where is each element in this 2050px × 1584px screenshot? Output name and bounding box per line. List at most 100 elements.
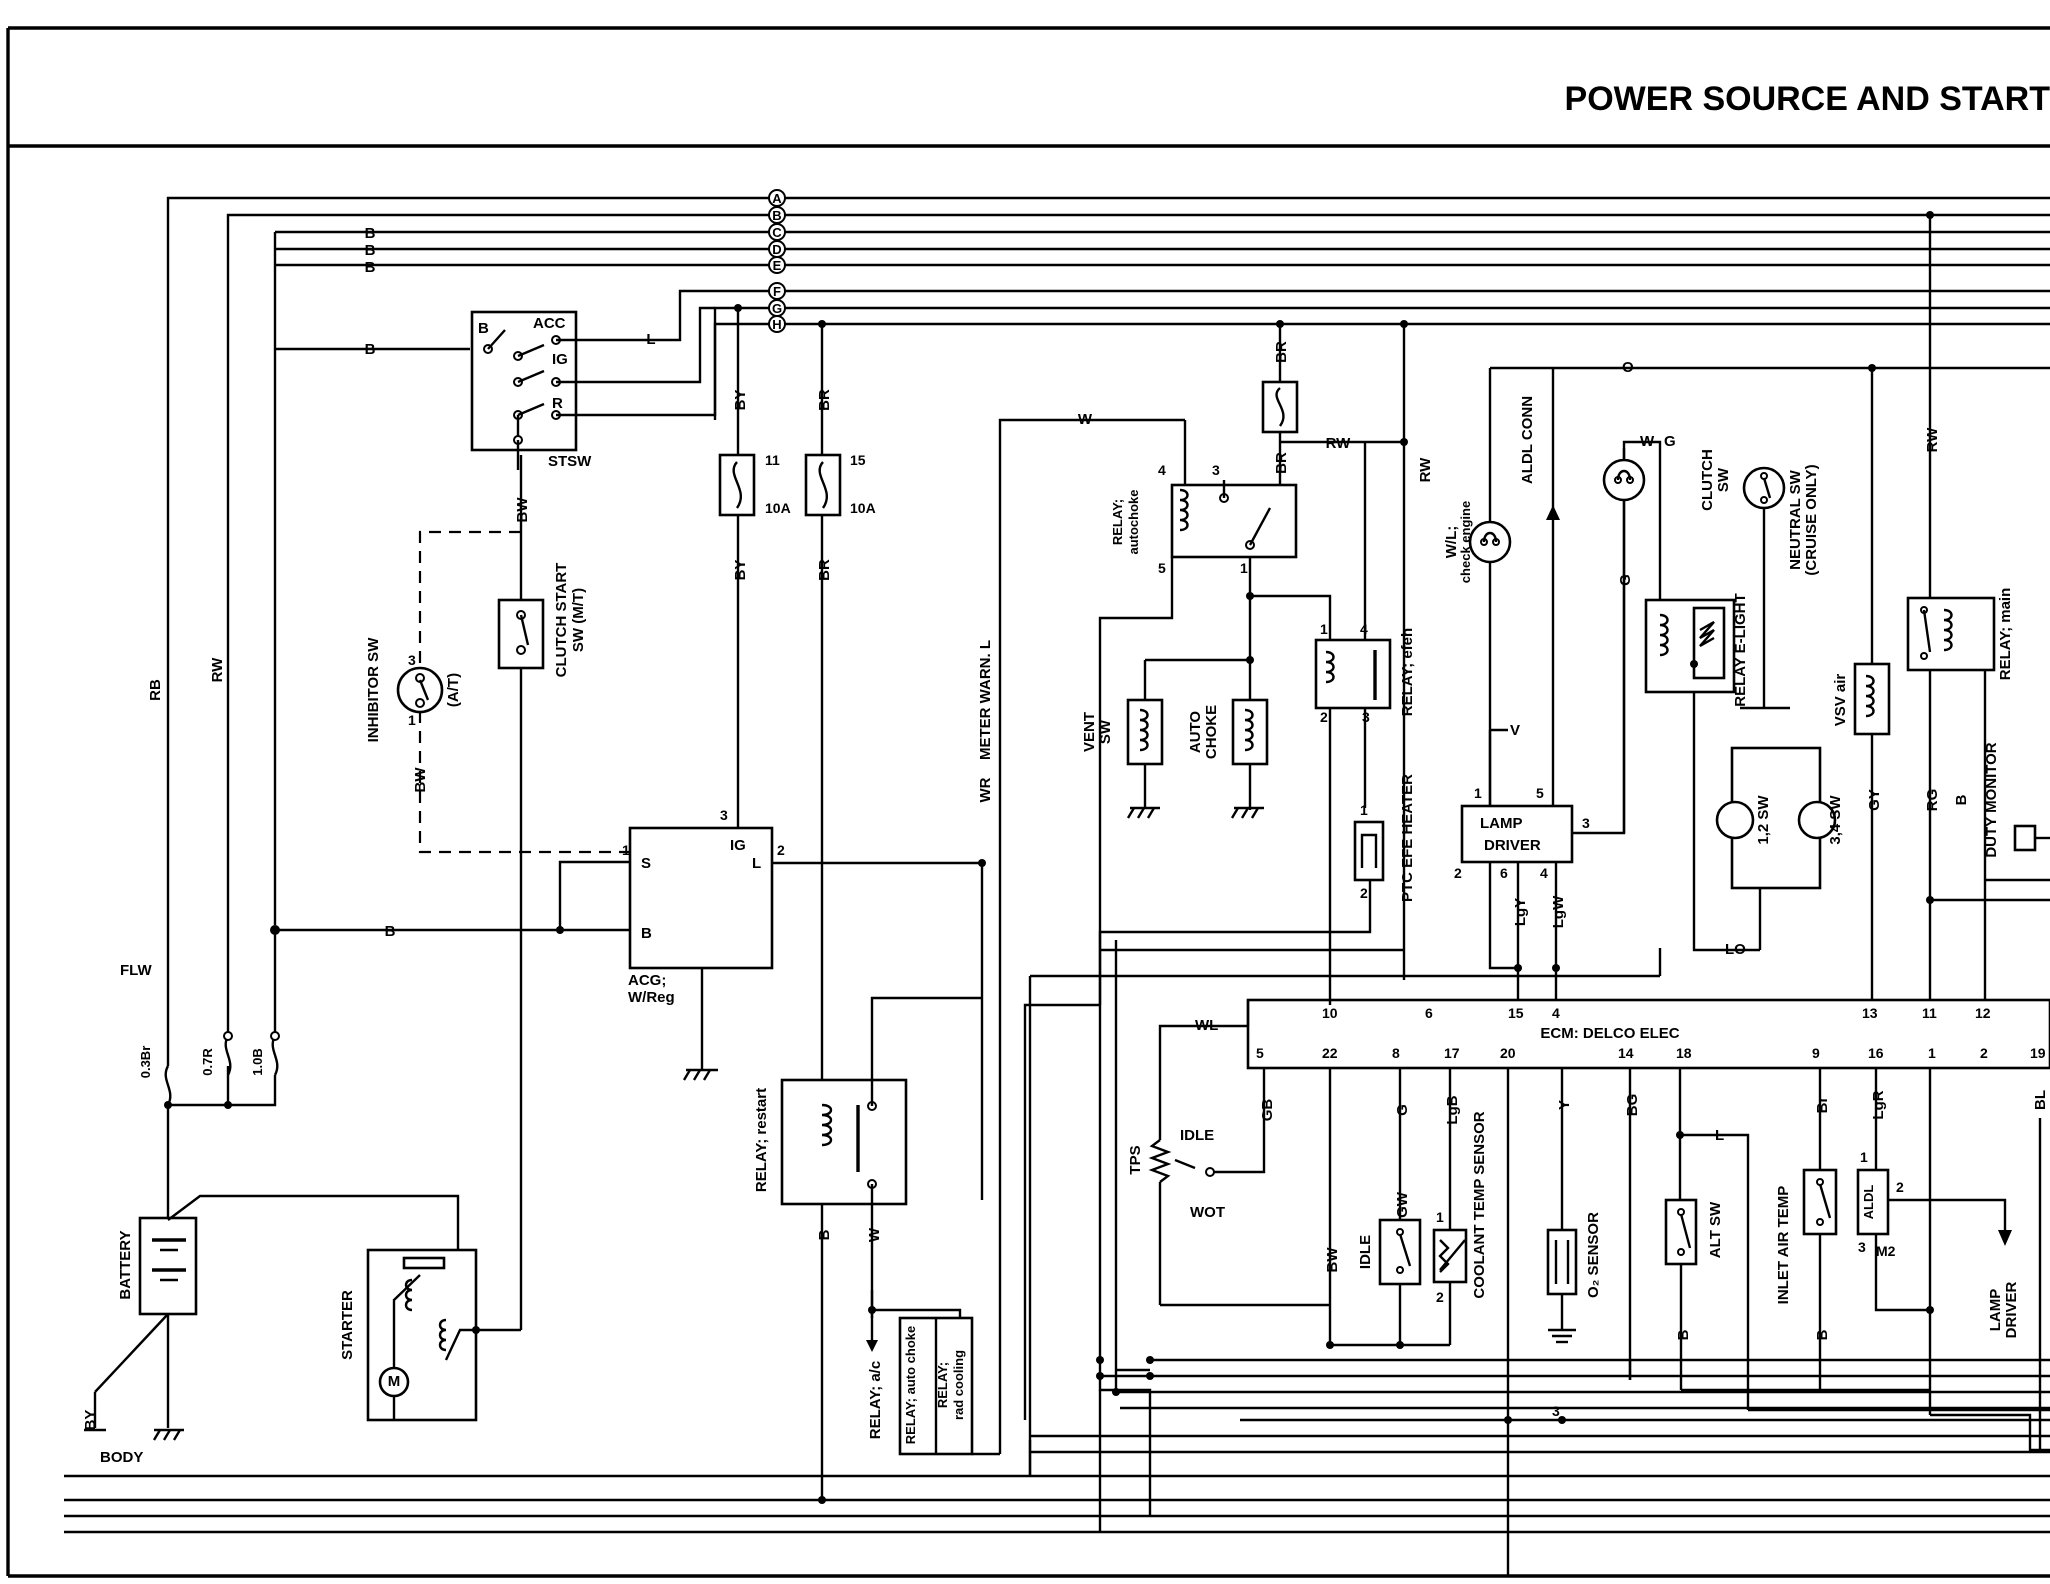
svg-text:RELAY;: RELAY; [935,1362,950,1408]
svg-text:3: 3 [720,807,728,823]
svg-text:10: 10 [1322,1005,1338,1021]
svg-text:11: 11 [765,452,780,468]
alt-switch [1628,1068,1750,1410]
svg-text:RG: RG [1924,789,1941,812]
vent-switch [1126,660,1164,819]
svg-text:autochoke: autochoke [1126,489,1141,554]
svg-text:BATTERY: BATTERY [117,1230,134,1299]
svg-text:O: O [1622,359,1634,376]
svg-text:9: 9 [1812,1045,1820,1061]
svg-text:BW: BW [1324,1247,1341,1273]
svg-text:2: 2 [1454,865,1462,881]
svg-text:WL: WL [1195,1017,1218,1034]
svg-text:1: 1 [622,842,630,858]
svg-text:19: 19 [2030,1045,2046,1061]
svg-text:0.7R: 0.7R [200,1048,215,1076]
svg-text:5: 5 [1256,1045,1264,1061]
svg-text:D: D [772,242,781,257]
svg-text:rad cooling: rad cooling [951,1350,966,1420]
svg-text:B: B [365,242,376,259]
svg-text:INHIBITOR SW: INHIBITOR SW [365,637,382,743]
connector-letters: A B C D E F G H [768,189,786,333]
svg-text:LgY: LgY [1512,898,1529,926]
svg-text:B: B [772,208,781,223]
page-title: POWER SOURCE AND START [1565,80,2050,118]
svg-text:G: G [1617,574,1634,586]
svg-text:BR: BR [816,559,833,581]
svg-text:B: B [365,225,376,242]
coolant-temp-sensor [1432,1068,1468,1345]
svg-text:1: 1 [1928,1045,1936,1061]
svg-text:4: 4 [1158,462,1166,478]
svg-text:SW (M/T): SW (M/T) [570,588,587,652]
relay-elight [1644,598,1736,694]
svg-text:W: W [1078,411,1093,428]
relay-restart [780,996,982,1318]
svg-text:(CRUISE ONLY): (CRUISE ONLY) [1803,464,1820,575]
svg-text:B: B [365,259,376,276]
lower-harness [972,940,2050,1532]
svg-text:3,4 SW: 3,4 SW [1827,795,1844,845]
svg-text:16: 16 [1868,1045,1884,1061]
svg-text:2: 2 [1436,1289,1444,1305]
svg-text:METER WARN. L: METER WARN. L [977,640,994,760]
svg-text:22: 22 [1322,1045,1338,1061]
svg-text:2: 2 [1360,885,1368,901]
svg-text:Y: Y [1556,1100,1573,1110]
svg-text:SW: SW [1097,719,1114,744]
svg-text:ALT SW: ALT SW [1707,1201,1724,1258]
svg-text:CHOKE: CHOKE [1203,705,1220,759]
tps [1148,1024,1330,1307]
svg-text:IDLE: IDLE [1357,1235,1374,1269]
svg-text:20: 20 [1500,1045,1516,1061]
lamp-driver [1460,448,1626,1000]
svg-text:BW: BW [514,497,531,523]
svg-text:8: 8 [1392,1045,1400,1061]
ecm-bottom-pins: 5 22 8 17 20 14 18 9 16 1 2 19 [1256,1045,2046,1061]
svg-text:M: M [388,1373,401,1390]
svg-text:LgR: LgR [1870,1090,1887,1119]
svg-text:RW: RW [1326,435,1352,452]
top-bus-wires [166,196,2050,1066]
svg-text:LAMP: LAMP [1480,815,1523,832]
svg-text:BY: BY [732,390,749,411]
svg-text:17: 17 [1444,1045,1460,1061]
svg-text:1: 1 [408,712,416,728]
svg-text:M2: M2 [1876,1243,1896,1259]
svg-text:RB: RB [147,679,164,701]
svg-text:B: B [1953,794,1970,805]
svg-text:G: G [772,301,782,316]
svg-text:3: 3 [408,652,416,668]
svg-text:W: W [1640,433,1655,450]
svg-text:L: L [1715,1127,1724,1144]
relay-main [1906,211,2050,1000]
svg-text:B: B [1814,1329,1831,1340]
svg-text:W: W [866,1227,883,1242]
svg-text:2: 2 [1980,1045,1988,1061]
svg-text:NEUTRAL SW: NEUTRAL SW [1787,469,1804,570]
battery-grounds [84,1428,184,1441]
svg-text:L: L [752,855,761,872]
svg-text:B: B [365,341,376,358]
svg-text:3: 3 [1582,815,1590,831]
svg-text:1: 1 [1860,1149,1868,1165]
page-frame [6,26,2050,1578]
svg-text:CLUTCH: CLUTCH [1699,449,1716,511]
svg-text:PTC EFE HEATER: PTC EFE HEATER [1399,774,1416,902]
svg-text:RW: RW [1924,427,1941,453]
svg-text:RELAY; auto choke: RELAY; auto choke [903,1326,918,1444]
svg-text:11: 11 [1922,1005,1937,1021]
svg-text:GB: GB [1259,1099,1276,1122]
ecm-label: ECM: DELCO ELEC [1540,1025,1679,1042]
svg-text:C: C [772,225,782,240]
svg-text:VSV air: VSV air [1832,674,1849,727]
svg-text:G: G [1664,433,1676,450]
svg-text:15: 15 [1508,1005,1524,1021]
svg-text:BR: BR [1273,341,1290,363]
check-engine-lamp [1468,366,2050,808]
svg-text:LgB: LgB [1444,1095,1461,1124]
o2-sensor [1546,1068,1578,1344]
svg-text:BY: BY [732,560,749,581]
svg-text:H: H [772,317,781,332]
